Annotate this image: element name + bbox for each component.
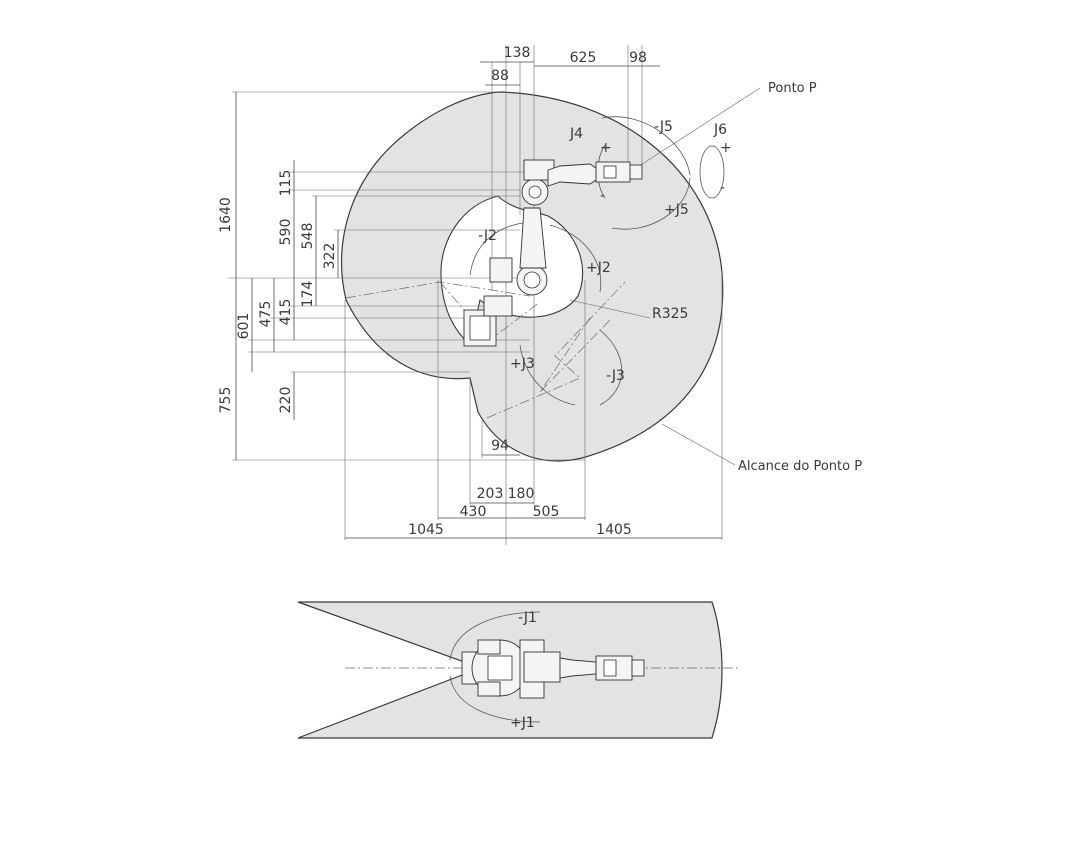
dim-548: 548 — [300, 223, 316, 250]
flange — [629, 164, 643, 180]
lower-arm — [519, 207, 547, 269]
robot-top — [461, 639, 645, 699]
reach-leader — [661, 423, 736, 466]
label-pos-j5: +J5 — [664, 202, 689, 218]
dim-98: 98 — [629, 50, 647, 66]
dim-203: 203 — [477, 486, 504, 502]
bottom-dimension-lines — [345, 454, 722, 539]
dim-180: 180 — [508, 486, 535, 502]
dim-322: 322 — [322, 243, 338, 270]
top-view: -J1 +J1 — [297, 601, 738, 739]
point-p-leader — [635, 87, 761, 169]
dim-174: 174 — [300, 281, 316, 308]
radius-label: R325 — [652, 306, 688, 322]
robot-side — [463, 159, 643, 347]
label-neg-j5: -J5 — [654, 119, 673, 135]
label-j6: J6 — [713, 122, 727, 138]
dim-590: 590 — [278, 219, 294, 246]
motor-j2 — [489, 257, 513, 283]
dim-1045: 1045 — [408, 522, 444, 538]
limit-line-lower — [486, 281, 626, 419]
dim-115: 115 — [278, 170, 294, 197]
dim-138: 138 — [504, 45, 531, 61]
flange-top — [631, 659, 645, 677]
label-neg-j3: -J3 — [606, 368, 625, 384]
joint-rotation-arcs — [469, 116, 725, 406]
side-view: 138 88 625 98 1640 755 115 590 548 322 1… — [218, 45, 862, 545]
label-j6-plus: + — [720, 140, 732, 156]
label-j4: J4 — [569, 126, 583, 142]
dim-1640: 1640 — [218, 197, 234, 233]
dim-505: 505 — [533, 504, 560, 520]
dim-475: 475 — [258, 301, 274, 328]
j1-arc-pos — [449, 675, 541, 723]
dim-601: 601 — [236, 313, 252, 340]
label-j6-minus: - — [720, 180, 725, 196]
label-pos-j2: +J2 — [586, 260, 611, 276]
label-pos-j1: +J1 — [510, 715, 535, 731]
label-pos-j3: +J3 — [510, 356, 535, 372]
dim-88: 88 — [491, 68, 509, 84]
point-p-label: Ponto P — [768, 81, 817, 96]
label-neg-j2: -J2 — [478, 228, 497, 244]
dim-1405: 1405 — [596, 522, 632, 538]
dim-755: 755 — [218, 387, 234, 414]
dim-220: 220 — [278, 387, 294, 414]
radius-leader — [569, 299, 651, 319]
reach-label: Alcance do Ponto P — [738, 459, 862, 474]
j1-arc-neg — [449, 611, 541, 661]
dim-94: 94 — [491, 438, 509, 454]
top-dimension-lines — [480, 61, 660, 86]
dim-625: 625 — [570, 50, 597, 66]
label-j4-minus: - — [600, 188, 605, 204]
dim-415: 415 — [278, 299, 294, 326]
upper-arm — [547, 163, 597, 187]
label-j4-plus: + — [600, 140, 612, 156]
dim-430: 430 — [460, 504, 487, 520]
left-dimension-lines — [235, 92, 339, 460]
label-neg-j1: -J1 — [518, 610, 537, 626]
